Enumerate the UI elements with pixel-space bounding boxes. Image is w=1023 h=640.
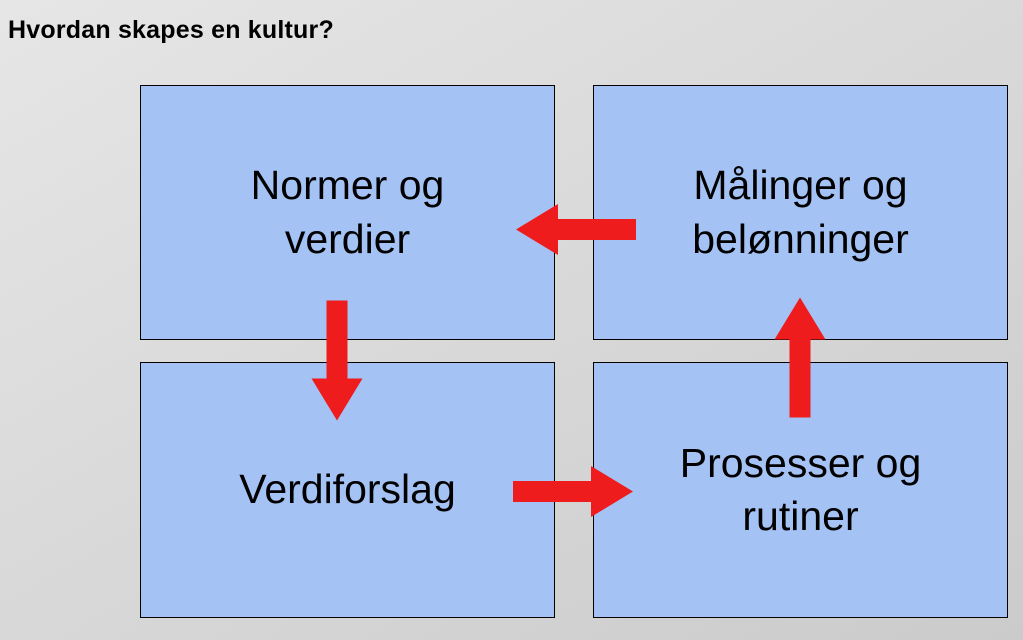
box-malinger-og-belonninger: Målinger og belønninger	[593, 85, 1008, 340]
box-label: Prosesser og rutiner	[679, 439, 922, 539]
box-prosesser-og-rutiner: Prosesser og rutiner	[593, 362, 1008, 618]
arrow-right-icon	[513, 464, 633, 519]
arrow-left-icon	[516, 202, 636, 257]
arrow-down-icon	[310, 300, 365, 421]
page-title: Hvordan skapes en kultur?	[8, 16, 334, 44]
box-verdiforslag: Verdiforslag	[140, 362, 555, 618]
box-normer-og-verdier: Normer og verdier	[140, 85, 555, 340]
box-label: Målinger og belønninger	[692, 162, 909, 262]
arrow-up-icon	[773, 297, 828, 418]
box-label: Normer og verdier	[250, 162, 445, 262]
box-label: Verdiforslag	[239, 466, 456, 513]
